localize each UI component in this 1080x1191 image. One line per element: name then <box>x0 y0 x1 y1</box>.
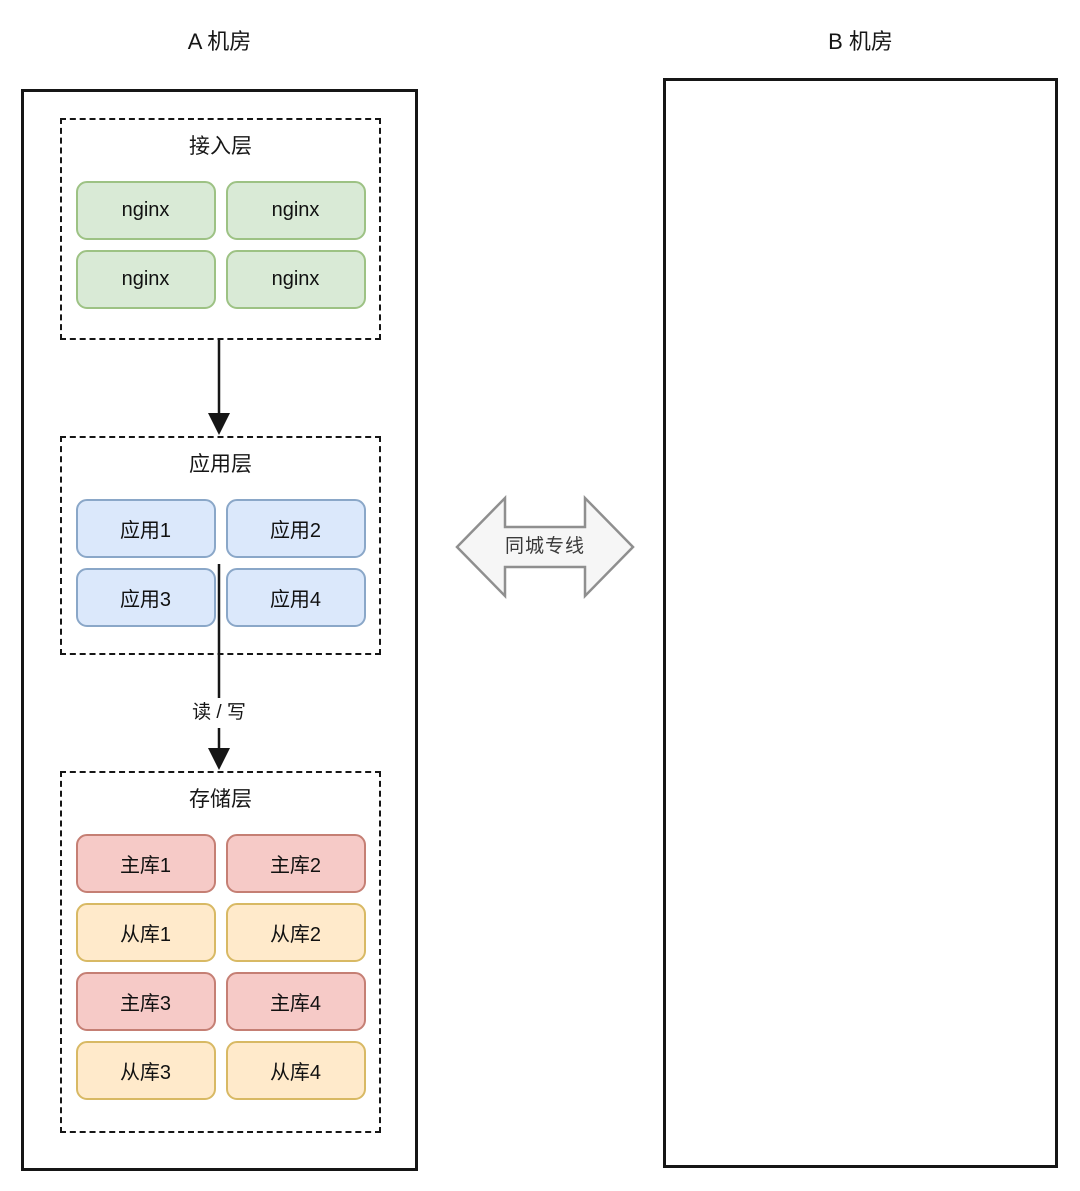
node-master-2: 主库2 <box>225 834 366 893</box>
node-app-1: 应用1 <box>75 499 216 558</box>
datacenter-a-box: 接入层 nginx nginx nginx nginx 应用层 应用1 应用2 … <box>21 89 418 1171</box>
node-slave-4: 从库4 <box>225 1041 366 1100</box>
layer-access: 接入层 nginx nginx nginx nginx <box>60 118 381 340</box>
node-nginx-2: nginx <box>225 181 366 240</box>
city-link-label: 同城专线 <box>504 536 585 557</box>
node-nginx-1: nginx <box>75 181 216 240</box>
layer-access-title: 接入层 <box>189 135 252 158</box>
node-slave-2: 从库2 <box>225 903 366 962</box>
node-master-1: 主库1 <box>75 834 216 893</box>
layer-storage: 存储层 主库1 主库2 从库1 从库2 主库3 主库4 从库3 从库4 <box>60 771 381 1133</box>
datacenter-a-title: A 机房 <box>187 29 252 54</box>
node-app-3: 应用3 <box>75 568 216 627</box>
node-master-3: 主库3 <box>75 972 216 1031</box>
node-master-4: 主库4 <box>225 972 366 1031</box>
datacenter-b-box <box>663 78 1058 1168</box>
layer-storage-title: 存储层 <box>189 788 252 811</box>
layer-app: 应用层 应用1 应用2 应用3 应用4 <box>60 436 381 655</box>
read-write-label: 读 / 写 <box>169 698 269 728</box>
access-node-grid: nginx nginx nginx nginx <box>62 181 379 309</box>
node-nginx-3: nginx <box>75 250 216 309</box>
datacenter-b-title: B 机房 <box>828 29 893 54</box>
node-nginx-4: nginx <box>225 250 366 309</box>
storage-node-grid: 主库1 主库2 从库1 从库2 主库3 主库4 从库3 从库4 <box>62 834 379 1100</box>
node-app-2: 应用2 <box>225 499 366 558</box>
node-app-4: 应用4 <box>225 568 366 627</box>
node-slave-3: 从库3 <box>75 1041 216 1100</box>
node-slave-1: 从库1 <box>75 903 216 962</box>
app-node-grid: 应用1 应用2 应用3 应用4 <box>62 499 379 627</box>
layer-app-title: 应用层 <box>189 453 252 476</box>
